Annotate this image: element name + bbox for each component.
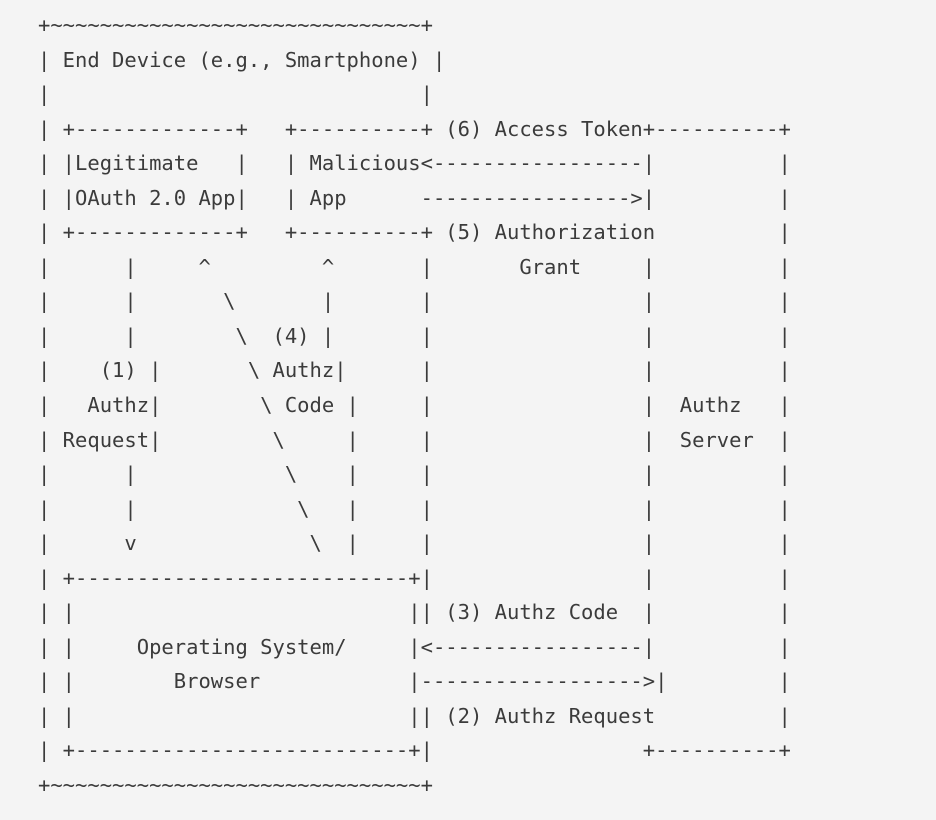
ascii-art-diagram: +~~~~~~~~~~~~~~~~~~~~~~~~~~~~~~+ | End D… [38, 13, 791, 798]
